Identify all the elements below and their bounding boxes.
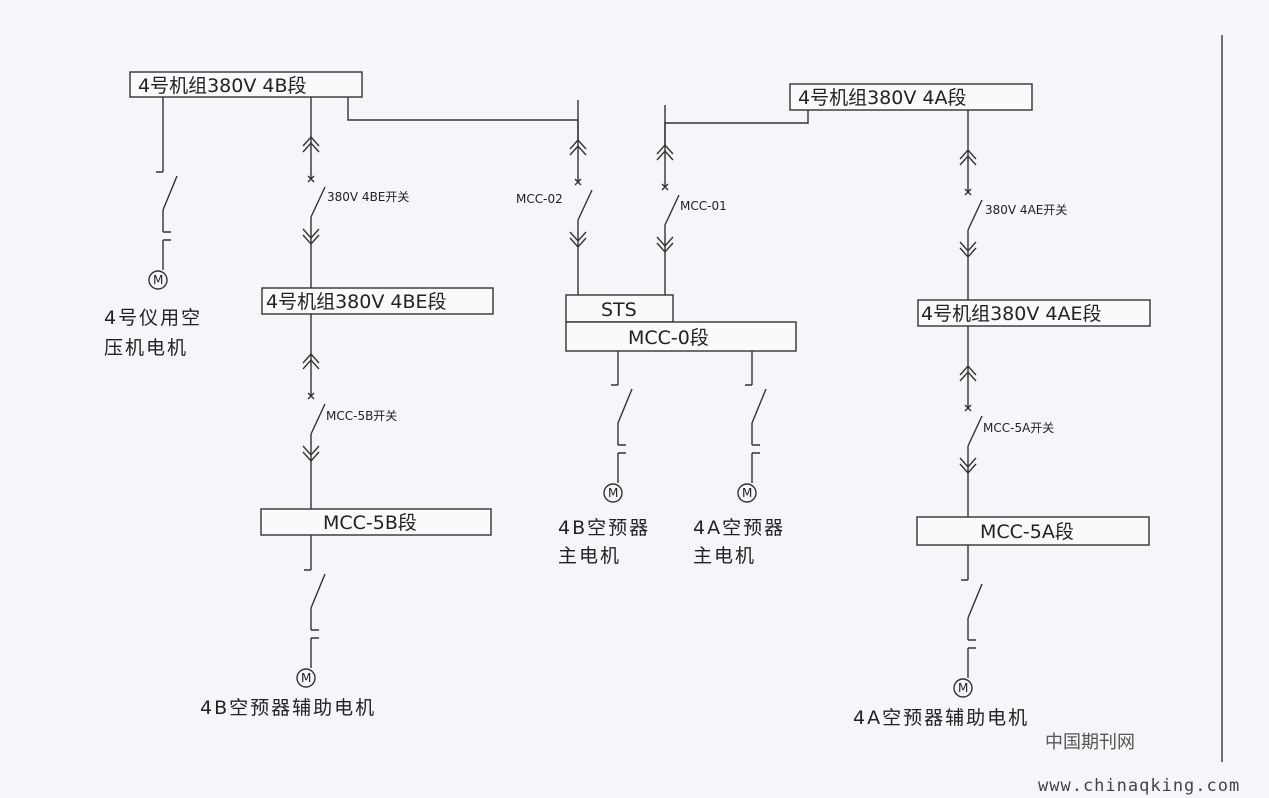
breaker-4AE-blade	[967, 199, 983, 231]
tie-wire-4A-to-mcc01	[664, 110, 809, 145]
air-compressor-feeder-wire	[156, 97, 164, 173]
bus-mcc5B-label: MCC-5B段	[323, 512, 417, 534]
withdrawable-contact-up-icon	[302, 352, 320, 370]
motor-symbol: M	[608, 486, 618, 500]
switch-mcc5B-label: MCC-5B开关	[326, 409, 397, 423]
4B-aux-feeder-wire	[304, 535, 312, 571]
motor-icon	[603, 483, 623, 503]
4B-aux-feeder-contact	[310, 608, 319, 668]
breaker-x-mark-icon	[964, 381, 972, 412]
motor-icon	[953, 678, 973, 698]
load-4A-main-line1: 4A空预器	[693, 517, 785, 539]
breaker-x-mark-icon	[661, 160, 669, 191]
breaker-mcc02-blade	[577, 189, 593, 221]
load-air-compressor-line2: 压机电机	[104, 337, 188, 359]
breaker-mcc5B-blade	[310, 403, 326, 435]
4A-aux-feeder-contact	[967, 618, 976, 678]
withdrawable-contact-up-icon	[302, 135, 320, 153]
motor-symbol: M	[958, 681, 968, 695]
breaker-x-mark-icon	[307, 152, 315, 183]
motor-symbol: M	[301, 671, 311, 685]
watermark-cn: 中国期刊网	[1045, 732, 1135, 753]
watermark-url: www.chinaqking.com	[1038, 776, 1240, 796]
load-4B-main-line1: 4B空预器	[558, 517, 650, 539]
4A-main-feeder-switch-blade	[751, 388, 767, 424]
breaker-x-mark-icon	[964, 165, 972, 196]
4B-aux-feeder-switch-blade	[310, 573, 326, 609]
switch-mcc02-label: MCC-02	[516, 192, 563, 206]
bus-mcc5A-label: MCC-5A段	[980, 521, 1074, 543]
tie-wire-4B-to-mcc02	[347, 97, 579, 140]
motor-icon	[148, 270, 168, 290]
motor-icon	[737, 483, 757, 503]
4A-main-feeder-contact	[751, 423, 760, 483]
load-4B-aux: 4B空预器辅助电机	[200, 697, 376, 719]
4B-main-feeder-switch-blade	[617, 388, 633, 424]
bus-4B	[129, 71, 363, 98]
switch-4BE-label: 380V 4BE开关	[327, 190, 409, 204]
switch-mcc5A-label: MCC-5A开关	[983, 421, 1054, 435]
4A-main-feeder-wire	[745, 351, 753, 386]
breaker-4BE-blade	[310, 186, 326, 218]
bus-mcc5A	[916, 516, 1150, 546]
withdrawable-contact-up-icon	[959, 364, 977, 382]
load-air-compressor-line1: 4号仪用空	[104, 307, 202, 329]
withdrawable-contact-up-icon	[569, 138, 587, 156]
bus-mcc0-label: MCC-0段	[628, 327, 709, 349]
4A-aux-feeder-wire	[961, 545, 969, 581]
load-4A-main-line2: 主电机	[693, 545, 756, 567]
bus-4AE-label: 4号机组380V 4AE段	[921, 303, 1101, 325]
sts-label: STS	[601, 299, 637, 321]
load-4A-aux: 4A空预器辅助电机	[853, 707, 1029, 729]
bus-4A	[789, 83, 1033, 111]
bus-mcc0	[565, 321, 797, 352]
load-4B-main-line2: 主电机	[558, 545, 621, 567]
4B-main-feeder-contact	[617, 423, 626, 483]
air-compressor-feeder-contact	[162, 210, 171, 270]
air-compressor-feeder-switch-blade	[162, 175, 178, 211]
withdrawable-contact-up-icon	[959, 148, 977, 166]
withdrawable-contact-up-icon	[656, 143, 674, 161]
bus-mcc5B	[260, 508, 492, 536]
breaker-x-mark-icon	[307, 369, 315, 400]
bus-4BE-label: 4号机组380V 4BE段	[266, 291, 447, 313]
motor-symbol: M	[742, 486, 752, 500]
breaker-x-mark-icon	[574, 155, 582, 186]
motor-icon	[296, 668, 316, 688]
4B-main-feeder-wire	[611, 351, 619, 386]
breaker-mcc01-blade	[664, 194, 680, 226]
motor-symbol: M	[153, 273, 163, 287]
bus-4BE	[261, 287, 494, 315]
bus-4B-label: 4号机组380V 4B段	[138, 75, 307, 97]
bus-4AE	[917, 299, 1151, 327]
switch-4AE-label: 380V 4AE开关	[985, 203, 1067, 217]
bus-4A-label: 4号机组380V 4A段	[798, 87, 966, 109]
switch-mcc01-label: MCC-01	[680, 199, 727, 213]
breaker-mcc5A-blade	[967, 415, 983, 447]
4A-aux-feeder-switch-blade	[967, 583, 983, 619]
